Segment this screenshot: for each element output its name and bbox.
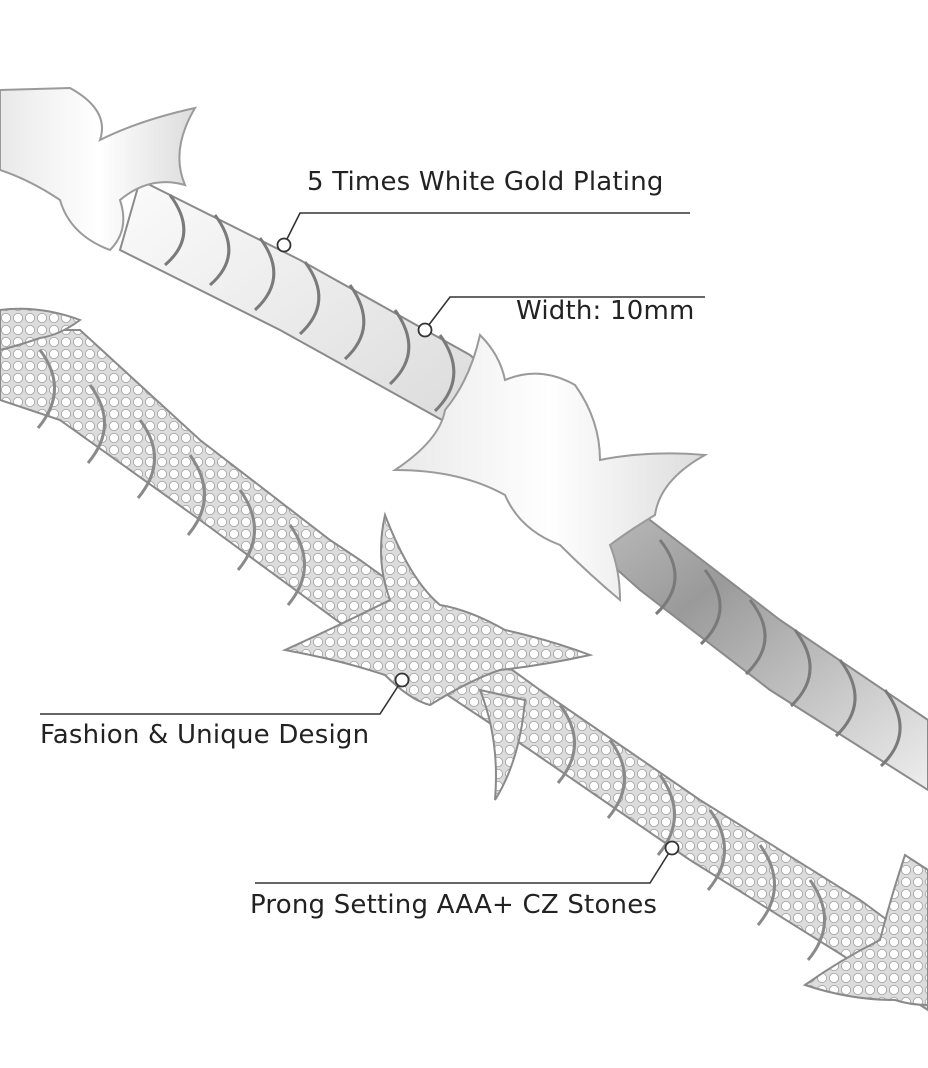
callout-stones-label: Prong Setting AAA+ CZ Stones [250,890,658,920]
polished-barb-left [0,86,198,252]
iced-barb-right [802,853,928,1007]
callout-markers [276,237,680,856]
iced-barb-left [0,307,83,352]
polished-barb-center [391,333,709,603]
callout-design-label: Fashion & Unique Design [40,720,370,750]
callout-plating-label: 5 Times White Gold Plating [307,167,664,197]
callout-width-label: Width: 10mm [516,296,695,326]
iced-barb-center [281,511,594,801]
callout-lines [40,212,705,884]
